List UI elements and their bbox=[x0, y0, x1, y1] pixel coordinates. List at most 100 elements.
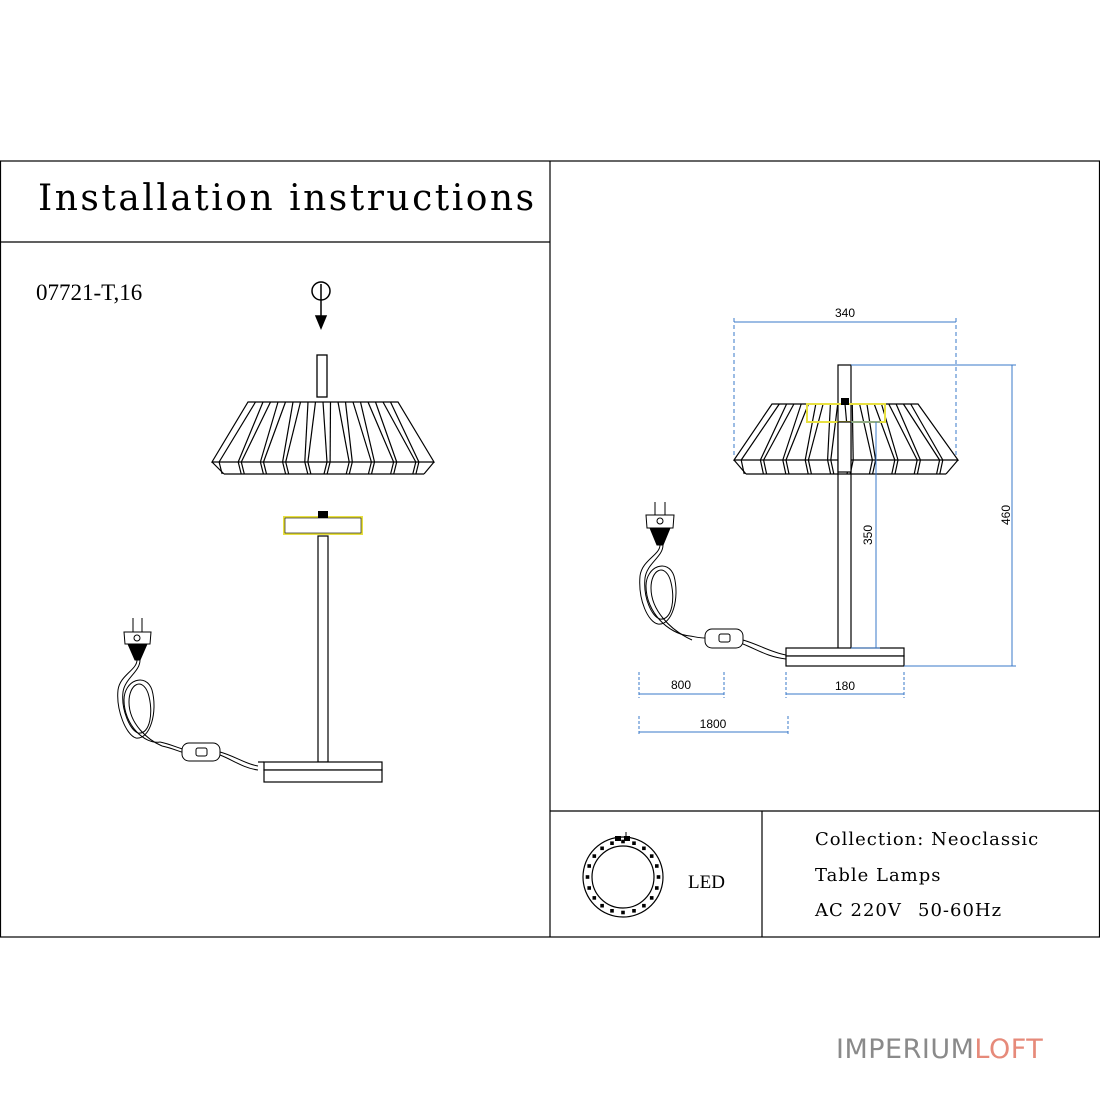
shade-pleat bbox=[851, 403, 854, 461]
shade-pleat-foot bbox=[259, 461, 264, 475]
shade-pleat bbox=[873, 403, 896, 461]
led-ring-icon bbox=[582, 832, 664, 918]
model-number: 07721-T,16 bbox=[36, 280, 143, 305]
led-label: LED bbox=[688, 872, 725, 893]
dimension-labels: 340 460 350 180 800 1800 bbox=[671, 306, 1013, 731]
spec-voltage: AC 220V bbox=[815, 900, 902, 921]
shade-pleat-foot bbox=[370, 461, 376, 475]
shade-pleat-foot bbox=[872, 459, 877, 475]
shade-pleat-foot bbox=[894, 459, 899, 475]
led-chip bbox=[610, 909, 614, 913]
dim-base-width: 180 bbox=[835, 679, 855, 693]
rotate-screw-icon bbox=[311, 281, 331, 330]
power-cord-exploded bbox=[117, 618, 259, 771]
shade-pleat-foot bbox=[807, 459, 812, 475]
shade-pleat-foot bbox=[913, 459, 918, 475]
spec-frequency: 50-60Hz bbox=[918, 900, 1003, 921]
led-chip bbox=[656, 875, 661, 879]
shade-pleat bbox=[740, 403, 780, 461]
shade-pleat bbox=[285, 401, 302, 463]
shade-pleat bbox=[337, 401, 350, 463]
shade-pleat-foot bbox=[415, 461, 420, 475]
dimension-lines bbox=[638, 318, 1016, 736]
shade-pleat-foot bbox=[240, 461, 245, 475]
shade-pleat-foot bbox=[218, 461, 223, 475]
led-chip bbox=[632, 909, 636, 913]
shade-pleat-foot bbox=[326, 461, 331, 475]
shade-pleat bbox=[807, 403, 824, 461]
watermark-part-1: IMPERIUM bbox=[836, 1034, 975, 1065]
power-cord-assembled bbox=[639, 502, 787, 660]
shade-pleat bbox=[374, 401, 398, 463]
led-chip bbox=[600, 846, 604, 851]
sheet-frame bbox=[0, 160, 1100, 938]
led-chip bbox=[632, 841, 636, 845]
led-chip bbox=[655, 886, 659, 890]
shade-pleat-foot bbox=[393, 461, 398, 475]
led-chip bbox=[642, 846, 646, 851]
shade-pleat-foot bbox=[285, 461, 290, 475]
shade-pleat-foot bbox=[412, 461, 417, 475]
dim-shade-width: 340 bbox=[835, 306, 855, 320]
led-chip bbox=[587, 864, 591, 868]
shade-pleat-foot bbox=[939, 459, 944, 475]
spec-collection: Collection: Neoclassic bbox=[815, 829, 1040, 850]
shade-pleat-foot bbox=[759, 459, 764, 475]
shade-pleat-foot bbox=[262, 461, 268, 475]
dim-cord-total: 1800 bbox=[700, 717, 727, 731]
led-chip bbox=[655, 864, 659, 868]
lamp-stem-exploded bbox=[317, 535, 329, 763]
shade-pleat-foot bbox=[785, 459, 790, 475]
shade-pleat-foot bbox=[304, 461, 309, 475]
led-module-exploded bbox=[283, 511, 363, 535]
lamp-base-exploded bbox=[258, 761, 383, 783]
shade-pleat bbox=[382, 401, 417, 463]
shade-pleat-foot bbox=[345, 461, 350, 475]
shade-pleat bbox=[259, 401, 279, 463]
led-chip bbox=[585, 875, 590, 879]
shade-pleat-foot bbox=[827, 459, 832, 475]
shade-pleat-foot bbox=[740, 459, 745, 475]
led-chip bbox=[610, 841, 614, 845]
shade-pleat bbox=[237, 401, 264, 463]
shade-pleat-foot bbox=[763, 459, 768, 475]
shade-pleat bbox=[895, 403, 921, 461]
brand-watermark: IMPERIUMLOFT bbox=[836, 1034, 1043, 1065]
shade-pleat-foot bbox=[830, 459, 835, 475]
led-chip bbox=[600, 903, 604, 908]
led-chip bbox=[621, 839, 625, 844]
shade-pleat bbox=[240, 401, 272, 463]
shade-pleat-foot bbox=[390, 461, 395, 475]
shade-pleat bbox=[888, 403, 918, 461]
shade-pleat-foot bbox=[868, 459, 873, 475]
page-title: Installation instructions bbox=[38, 178, 537, 219]
shade-pleat bbox=[322, 401, 328, 463]
shade-pleat bbox=[304, 401, 309, 463]
shade-pleat-foot bbox=[367, 461, 372, 475]
shade-pleat bbox=[866, 403, 877, 461]
shade-pleat bbox=[389, 401, 420, 463]
shade-pleat bbox=[759, 403, 788, 461]
shade-pleat bbox=[902, 403, 941, 461]
shade-pleat bbox=[827, 403, 831, 461]
shade-pleat bbox=[782, 403, 802, 461]
shade-pleat-foot bbox=[348, 461, 353, 475]
shade-pleat-foot bbox=[891, 459, 896, 475]
shade-pleat bbox=[859, 403, 873, 461]
shade-pleat bbox=[804, 403, 817, 461]
led-chip bbox=[587, 886, 591, 890]
shade-pleat bbox=[910, 403, 944, 461]
shade-pleat bbox=[307, 401, 317, 463]
led-chip bbox=[592, 896, 597, 900]
shade-pleat bbox=[262, 401, 287, 463]
led-chip bbox=[642, 903, 646, 908]
dim-cord-to-switch: 800 bbox=[671, 678, 691, 692]
led-chip bbox=[621, 910, 625, 915]
shade-pleat-foot bbox=[323, 461, 328, 475]
shade-pleat bbox=[359, 401, 376, 463]
shade-pleat bbox=[367, 401, 395, 463]
watermark-part-2: LOFT bbox=[974, 1034, 1044, 1065]
shade-pleat bbox=[785, 403, 810, 461]
